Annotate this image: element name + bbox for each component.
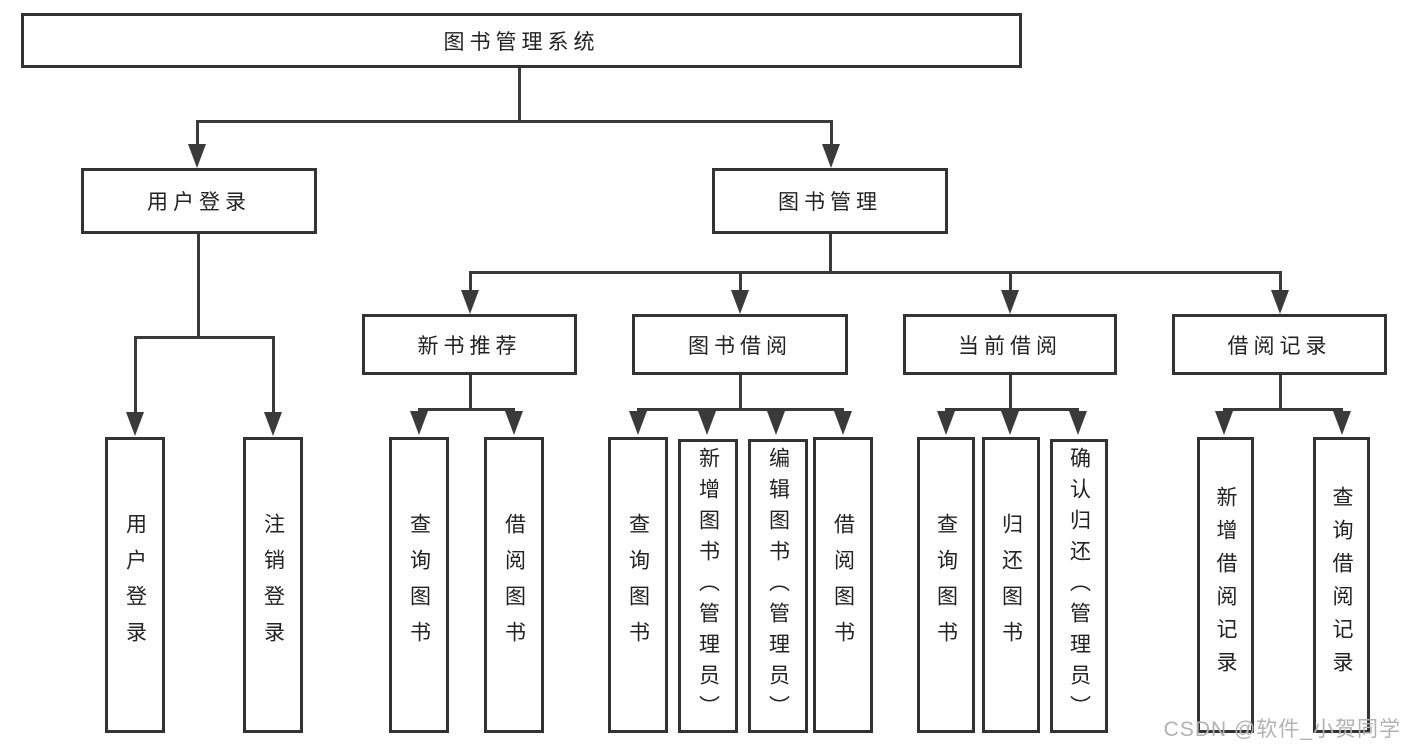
connector-line xyxy=(1009,271,1012,295)
node-book-borrow: 图书借阅 xyxy=(632,314,848,375)
node-label: 编辑图书（管理员） xyxy=(766,446,790,726)
node-label: 图书管理 xyxy=(778,191,882,214)
node-label: 用户登录 xyxy=(123,513,147,657)
connector-line xyxy=(637,408,844,411)
node-user-login: 用户登录 xyxy=(81,168,317,234)
arrowhead-down-icon xyxy=(767,411,785,435)
arrowhead-down-icon xyxy=(410,411,428,435)
node-book-management: 图书管理 xyxy=(712,168,948,234)
arrowhead-down-icon xyxy=(698,411,716,435)
connector-line xyxy=(469,271,1282,274)
node-label: 查询借阅记录 xyxy=(1330,486,1354,684)
node-leaf-add-book-admin: 新增图书（管理员） xyxy=(678,439,738,733)
connector-line xyxy=(469,271,472,295)
arrowhead-down-icon xyxy=(1333,411,1351,435)
node-label: 借阅图书 xyxy=(502,513,526,657)
arrowhead-down-icon xyxy=(188,144,206,168)
node-label: 图书借阅 xyxy=(688,334,792,358)
connector-line xyxy=(830,120,833,148)
connector-line xyxy=(1279,375,1282,411)
node-leaf-borrow-book-2: 借阅图书 xyxy=(813,437,873,733)
connector-line xyxy=(1279,271,1282,295)
node-label: 新书推荐 xyxy=(417,334,522,358)
node-leaf-query-book-2: 查询图书 xyxy=(608,437,668,733)
connector-line xyxy=(1009,375,1012,411)
arrowhead-down-icon xyxy=(629,411,647,435)
watermark-text: CSDN @软件_小贺同学 xyxy=(1163,718,1401,741)
connector-line xyxy=(134,336,137,416)
arrowhead-down-icon xyxy=(505,411,523,435)
arrowhead-down-icon xyxy=(1069,411,1087,435)
node-label: 查询图书 xyxy=(934,513,958,657)
node-label: 借阅图书 xyxy=(831,513,855,657)
connector-line xyxy=(1223,408,1343,411)
connector-line xyxy=(197,234,200,339)
arrowhead-down-icon xyxy=(1001,290,1019,314)
arrowhead-down-icon xyxy=(264,412,282,436)
node-leaf-edit-book-admin: 编辑图书（管理员） xyxy=(748,439,808,733)
node-label: 新增图书（管理员） xyxy=(696,446,720,726)
node-leaf-borrow-book-1: 借阅图书 xyxy=(484,437,544,733)
connector-line xyxy=(134,336,275,339)
node-borrow-record: 借阅记录 xyxy=(1172,314,1387,375)
arrowhead-down-icon xyxy=(937,411,955,435)
connector-line xyxy=(739,271,742,295)
node-label: 用户登录 xyxy=(147,191,251,214)
node-label: 归还图书 xyxy=(999,513,1023,657)
arrowhead-down-icon xyxy=(1215,411,1233,435)
node-label: 注销登录 xyxy=(261,513,285,657)
connector-line xyxy=(945,408,1079,411)
node-leaf-add-borrow-record: 新增借阅记录 xyxy=(1197,437,1254,733)
node-leaf-logout: 注销登录 xyxy=(243,437,303,733)
node-leaf-query-book-3: 查询图书 xyxy=(917,437,975,733)
node-leaf-user-login: 用户登录 xyxy=(105,437,165,733)
node-label: 查询图书 xyxy=(626,513,650,657)
node-new-book-recommend: 新书推荐 xyxy=(362,314,577,375)
arrowhead-down-icon xyxy=(1001,411,1019,435)
connector-line xyxy=(739,375,742,411)
arrowhead-down-icon xyxy=(461,290,479,314)
connector-line xyxy=(469,375,472,411)
node-root: 图书管理系统 xyxy=(21,13,1022,68)
node-label: 查询图书 xyxy=(407,513,431,657)
arrowhead-down-icon xyxy=(822,144,840,168)
connector-line xyxy=(196,120,199,148)
node-label: 确认归还（管理员） xyxy=(1067,446,1091,726)
arrowhead-down-icon xyxy=(126,412,144,436)
node-leaf-return-book: 归还图书 xyxy=(982,437,1040,733)
connector-line xyxy=(418,408,515,411)
connector-line xyxy=(272,336,275,416)
node-label: 借阅记录 xyxy=(1227,334,1332,358)
node-label: 新增借阅记录 xyxy=(1214,486,1238,684)
arrowhead-down-icon xyxy=(731,290,749,314)
arrowhead-down-icon xyxy=(1271,290,1289,314)
node-label: 当前借阅 xyxy=(958,334,1062,358)
connector-line xyxy=(829,234,832,274)
node-leaf-query-book-1: 查询图书 xyxy=(389,437,449,733)
node-leaf-confirm-return-admin: 确认归还（管理员） xyxy=(1050,439,1108,733)
node-leaf-query-borrow-record: 查询借阅记录 xyxy=(1313,437,1370,733)
node-label: 图书管理系统 xyxy=(443,30,600,54)
node-current-borrow: 当前借阅 xyxy=(903,314,1117,375)
arrowhead-down-icon xyxy=(834,411,852,435)
connector-line xyxy=(518,68,521,121)
connector-line xyxy=(196,120,832,123)
